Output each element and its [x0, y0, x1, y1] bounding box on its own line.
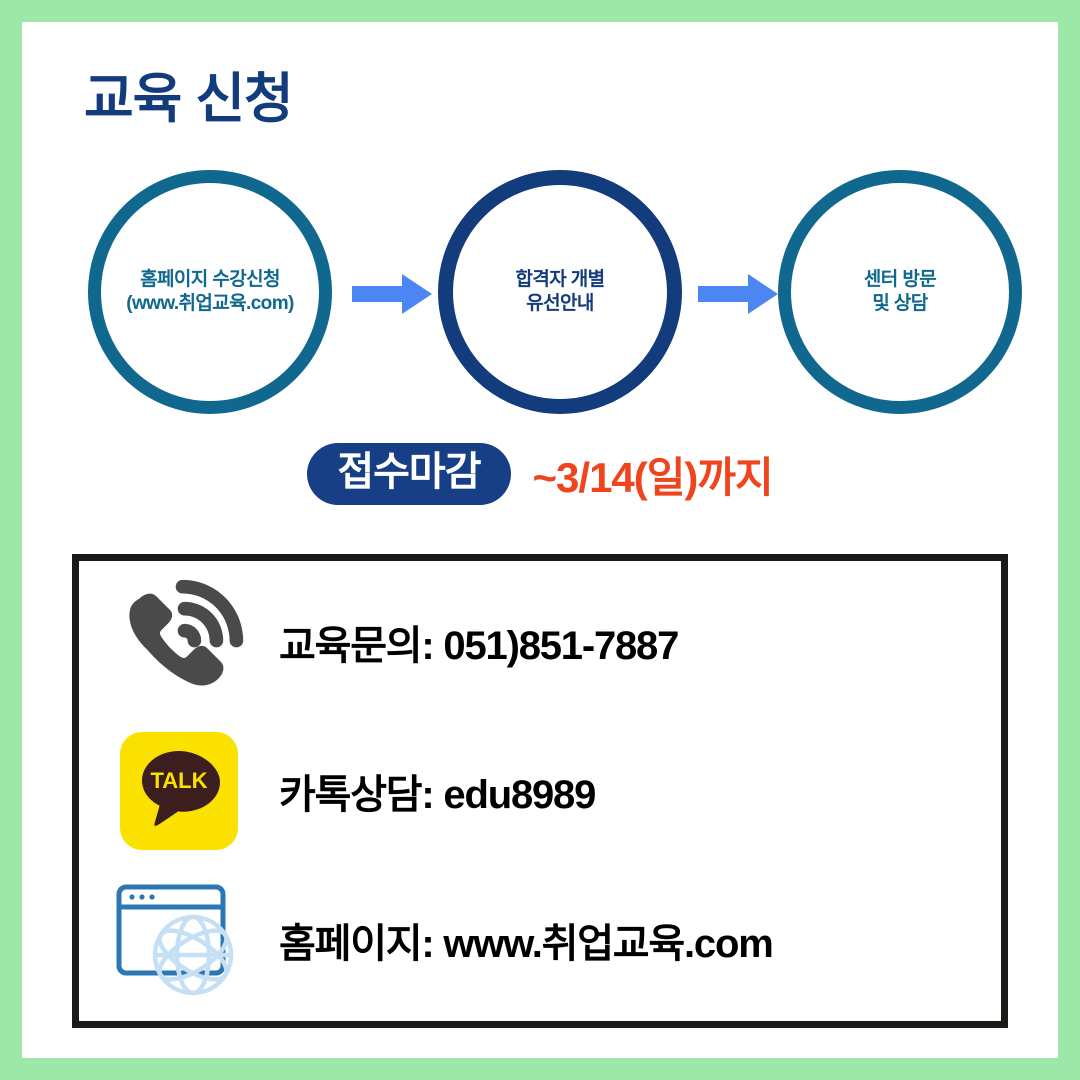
flow-step-phone-notice[interactable]: 합격자 개별 유선안내	[438, 170, 682, 414]
arrow-right-icon	[352, 274, 432, 314]
flow-step-line: 및 상담	[872, 293, 928, 314]
kakaotalk-icon: TALK	[79, 724, 279, 858]
poster-canvas: 교육 신청 홈페이지 수강신청 (www.취업교육.com) 합격자 개별	[22, 22, 1058, 1058]
contact-text-phone: 교육문의: 051)851-7887	[279, 623, 679, 668]
contact-row-list: 교육문의: 051)851-7887 TALK 카톡상담: edu8989	[79, 561, 1001, 1021]
deadline-badge: 접수마감	[307, 443, 511, 505]
browser-globe-icon	[79, 873, 279, 1007]
flow-step-homepage-apply[interactable]: 홈페이지 수강신청 (www.취업교육.com)	[88, 170, 332, 414]
deadline-date-text: ~3/14(일)까지	[532, 453, 774, 501]
flow-step-center-visit[interactable]: 센터 방문 및 상담	[778, 170, 1022, 414]
flow-step-line: 센터 방문	[863, 268, 937, 290]
kakaotalk-logo-tile: TALK	[120, 731, 238, 850]
contact-info-box: 교육문의: 051)851-7887 TALK 카톡상담: edu8989	[72, 554, 1008, 1028]
contact-row-website[interactable]: 홈페이지: www.취업교육.com	[79, 869, 1001, 1011]
flow-step-label: 합격자 개별 유선안내	[499, 268, 620, 317]
flow-step-line: (www.취업교육.com)	[126, 293, 294, 314]
contact-text-website: 홈페이지: www.취업교육.com	[279, 922, 774, 967]
arrow-right-icon	[698, 274, 778, 314]
contact-row-phone[interactable]: 교육문의: 051)851-7887	[79, 571, 1001, 713]
flow-step-line: 홈페이지 수강신청	[140, 268, 280, 290]
deadline-row: 접수마감 ~3/14(일)까지	[22, 434, 1058, 514]
flow-step-label: 홈페이지 수강신청 (www.취업교육.com)	[110, 268, 309, 317]
contact-row-kakao[interactable]: TALK 카톡상담: edu8989	[79, 720, 1001, 862]
process-flow-diagram: 홈페이지 수강신청 (www.취업교육.com) 합격자 개별 유선안내	[22, 162, 1058, 432]
flow-step-label: 센터 방문 및 상담	[848, 268, 952, 317]
svg-text:TALK: TALK	[150, 768, 207, 793]
flow-step-line: 유선안내	[526, 293, 594, 314]
ringing-phone-icon	[79, 575, 279, 709]
contact-text-kakao: 카톡상담: edu8989	[279, 772, 596, 817]
flow-step-line: 합격자 개별	[515, 268, 605, 290]
page-title: 교육 신청	[84, 69, 294, 129]
